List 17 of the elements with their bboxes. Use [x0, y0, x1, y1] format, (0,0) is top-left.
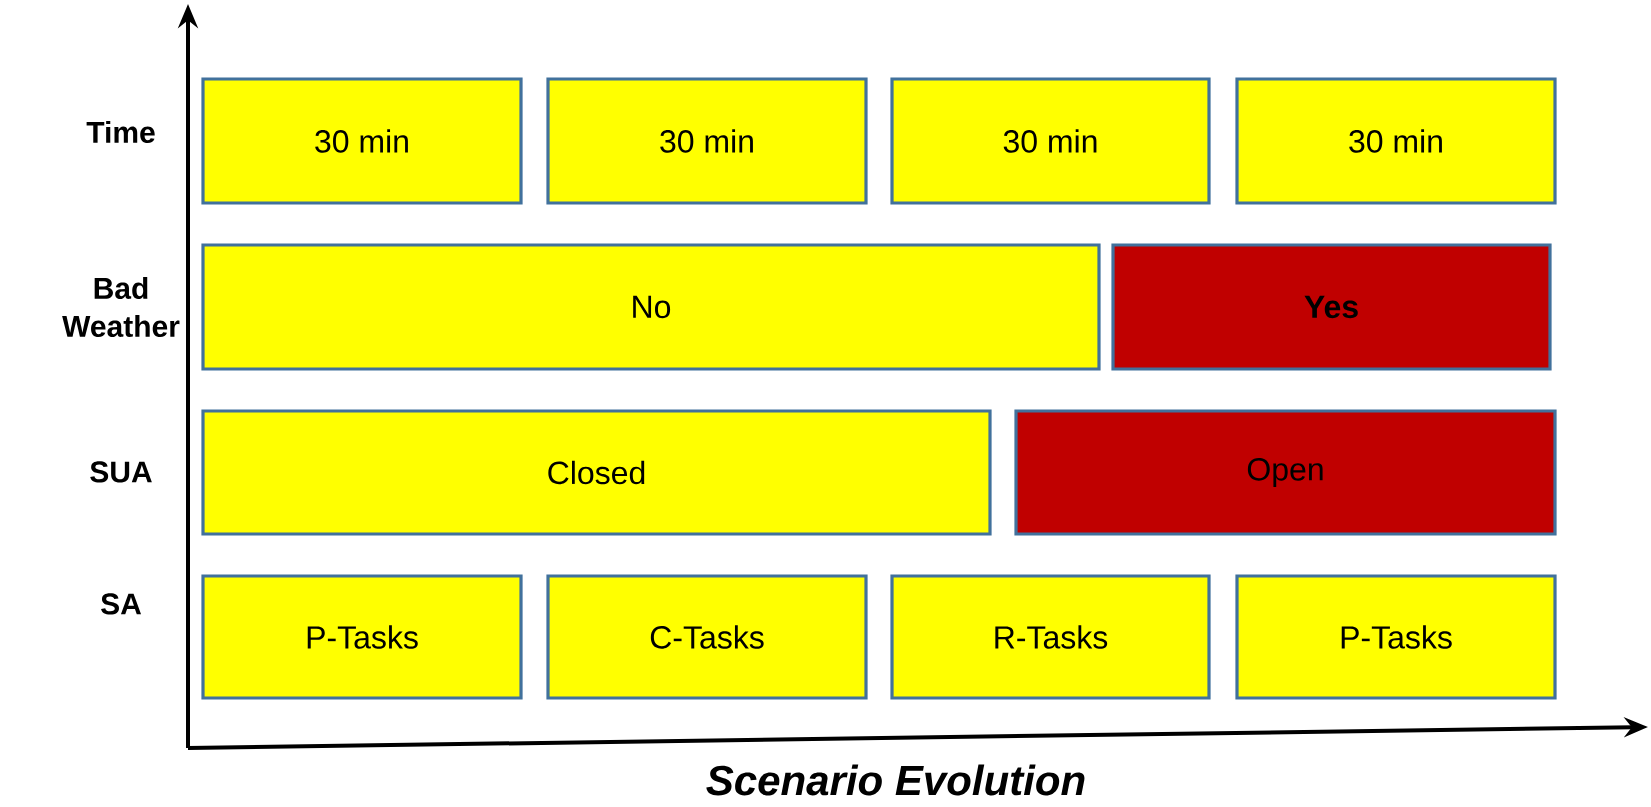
state-box: Open	[1014, 409, 1557, 536]
row-label: SA	[101, 593, 142, 615]
state-box: R-Tasks	[890, 574, 1211, 700]
state-box: P-Tasks	[201, 574, 523, 700]
state-box: Closed	[201, 409, 992, 536]
state-box: 30 min	[546, 77, 868, 205]
state-box: C-Tasks	[546, 574, 868, 700]
state-box: Yes	[1111, 243, 1552, 371]
state-box: P-Tasks	[1235, 574, 1557, 700]
row-label: SUA	[90, 461, 152, 483]
state-box: 30 min	[201, 77, 523, 205]
state-box: 30 min	[1235, 77, 1557, 205]
state-box: No	[201, 243, 1101, 371]
state-box: 30 min	[890, 77, 1211, 205]
row-label: Time	[86, 121, 155, 143]
axis-title: Scenario Evolution	[706, 764, 1085, 796]
row-label: Bad Weather	[62, 277, 180, 337]
